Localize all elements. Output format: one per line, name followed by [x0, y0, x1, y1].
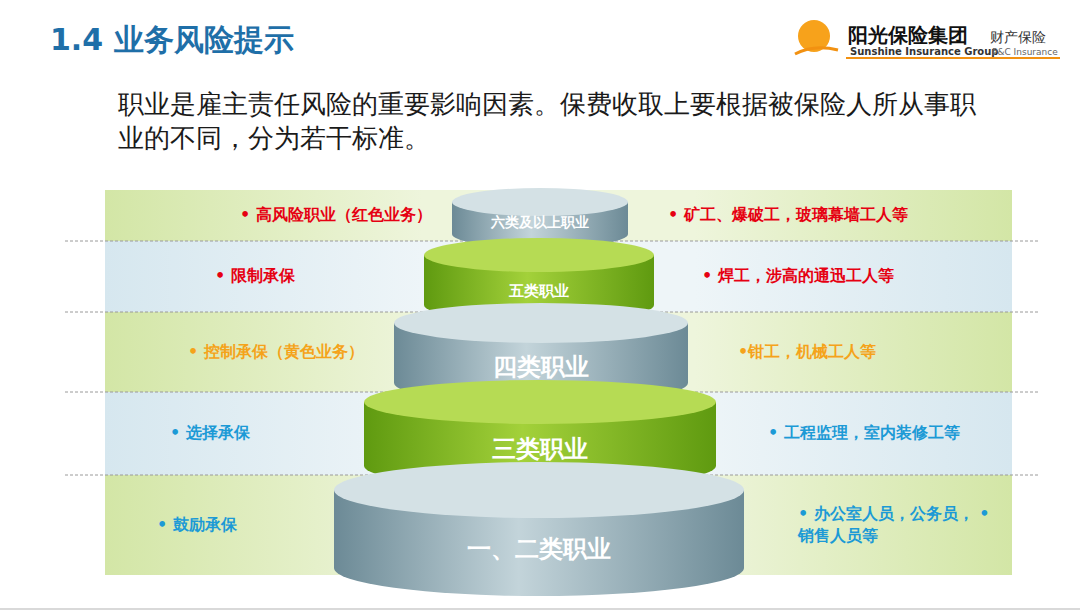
underwriting-rule: • 限制承保	[215, 266, 295, 287]
occupation-examples: •钳工，机械工人等	[738, 342, 876, 363]
underwriting-rule: • 选择承保	[170, 423, 250, 444]
tier-label: 四类职业	[394, 351, 688, 383]
underwriting-rule: • 控制承保（黄色业务）	[188, 342, 364, 363]
tier-label: 六类及以上职业	[452, 214, 628, 232]
tier-label: 一、二类职业	[334, 533, 744, 565]
occupation-examples: • 办公室人员，公务员， •销售人员等	[798, 503, 993, 546]
slide-title: 1.4 业务风险提示	[50, 20, 294, 61]
logo-english-sub: P&C Insurance	[992, 47, 1058, 59]
logo-subtitle: 财产保险	[990, 28, 1046, 46]
occupation-examples: • 矿工、爆破工，玻璃幕墙工人等	[668, 205, 908, 226]
underwriting-rule: • 鼓励承保	[157, 515, 237, 536]
underwriting-rule: • 高风险职业（红色业务）	[240, 205, 432, 226]
tier-label: 五类职业	[424, 282, 654, 301]
intro-paragraph: 职业是雇主责任风险的重要影响因素。保费收取上要根据被保险人所从事职业的不同，分为…	[118, 88, 998, 156]
occupation-tier: 一、二类职业	[334, 462, 744, 596]
cylinder-shape	[334, 462, 744, 596]
occupation-examples: • 焊工，涉高的通迅工人等	[702, 266, 894, 287]
logo-name: 阳光保险集团	[848, 22, 968, 48]
tier-label: 三类职业	[364, 433, 716, 465]
logo-english: Sunshine Insurance Group	[850, 45, 999, 58]
occupation-examples: • 工程监理，室内装修工等	[768, 423, 960, 444]
